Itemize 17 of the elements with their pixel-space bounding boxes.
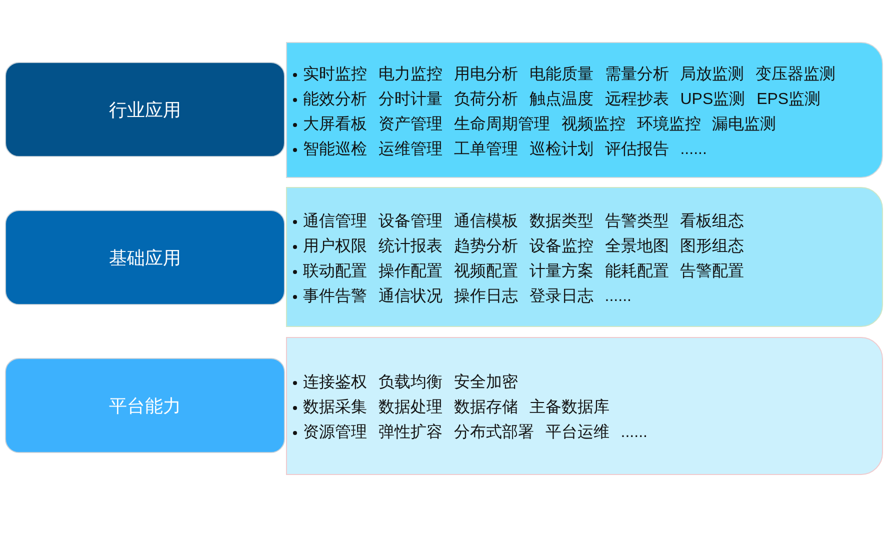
list-item: 数据采集 数据处理 数据存储 主备数据库	[303, 398, 610, 418]
list-item: 联动配置 操作配置 视频配置 计量方案 能耗配置 告警配置	[303, 262, 744, 282]
category-box: 平台能力	[5, 358, 285, 453]
list-item: 智能巡检 运维管理 工单管理 巡检计划 评估报告 ......	[303, 140, 707, 160]
list-item: 资源管理 弹性扩容 分布式部署 平台运维 ......	[303, 422, 648, 442]
item-panel	[286, 337, 883, 475]
category-box: 基础应用	[5, 210, 285, 305]
list-item: 能效分析 分时计量 负荷分析 触点温度 远程抄表 UPS监测 EPS监测	[303, 90, 821, 110]
list-item: 通信管理 设备管理 通信模板 数据类型 告警类型 看板组态	[303, 212, 744, 232]
list-item: 连接鉴权 负载均衡 安全加密	[303, 372, 518, 392]
list-item: 大屏看板 资产管理 生命周期管理 视频监控 环境监控 漏电监测	[303, 114, 776, 134]
category-box: 行业应用	[5, 62, 285, 157]
list-item: 事件告警 通信状况 操作日志 登录日志 ......	[303, 286, 632, 306]
item-panel	[286, 42, 883, 178]
list-item: 实时监控 电力监控 用电分析 电能质量 需量分析 局放监测 变压器监测	[303, 64, 836, 84]
item-panel	[286, 187, 883, 327]
list-item: 用户权限 统计报表 趋势分析 设备监控 全景地图 图形组态	[303, 236, 744, 256]
